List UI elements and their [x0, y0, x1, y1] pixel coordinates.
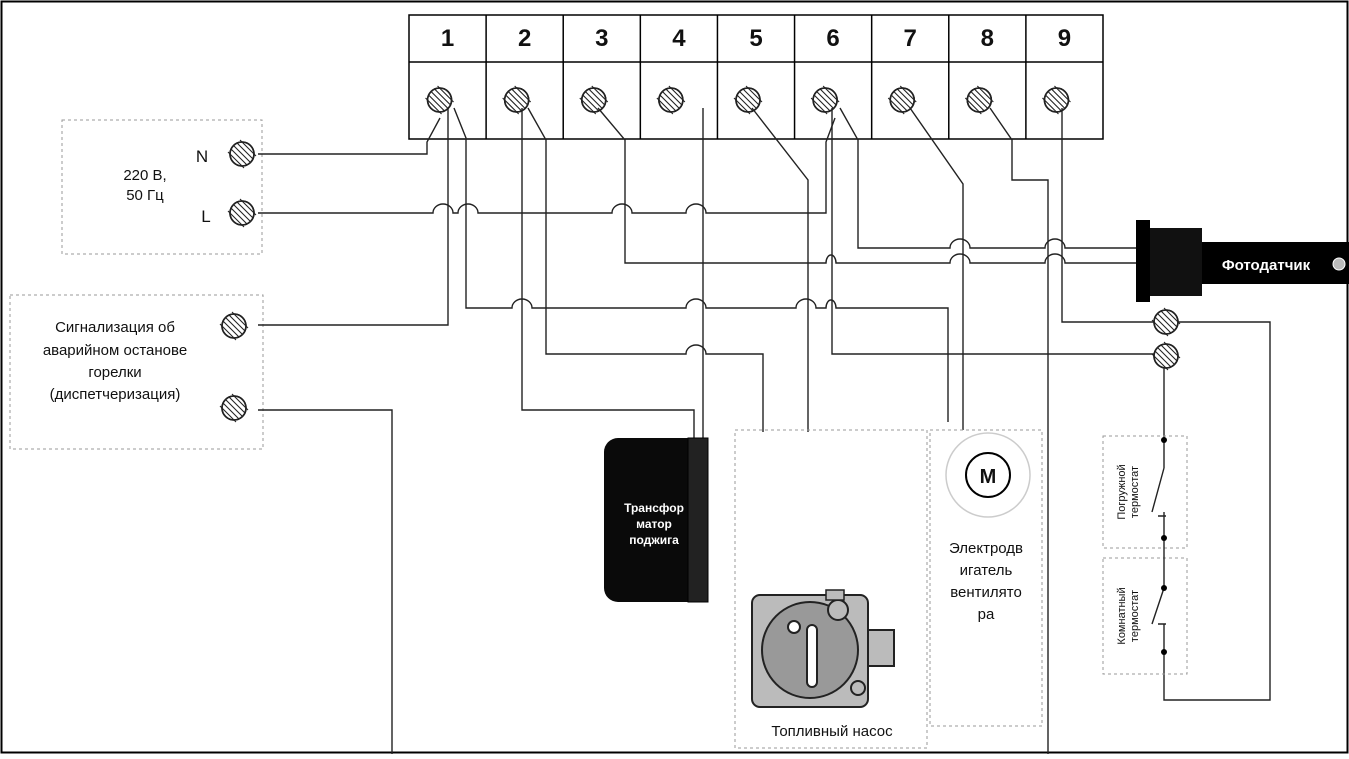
- wires: [258, 107, 1271, 754]
- screw-terminal-icon: [579, 85, 609, 115]
- photo-sensor-eye-icon: [1332, 257, 1346, 271]
- voltage-label: 220 В,: [123, 167, 166, 184]
- alarm-line-2: аварийном останове: [43, 342, 187, 359]
- terminal-number-6: 6: [826, 25, 839, 52]
- fan-motor: M Электродв игатель вентилято ра: [929, 429, 1043, 727]
- terminal-number-8: 8: [981, 25, 994, 52]
- alarm-line-1: Сигнализация об: [55, 319, 175, 336]
- alarm-box: Сигнализация об аварийном останове горел…: [9, 294, 264, 450]
- terminal-number-4: 4: [672, 25, 686, 52]
- fuel-pump-label: Топливный насос: [771, 723, 893, 740]
- photo-sensor: Фотодатчик: [1136, 220, 1349, 302]
- ignition-transformer: Трансфор матор поджига: [604, 437, 709, 603]
- room-thermostat-line-2: термостат: [1129, 590, 1141, 642]
- fuel-pump-icon: [751, 589, 895, 708]
- alarm-line-3: горелки: [88, 364, 141, 381]
- terminal-number-5: 5: [749, 25, 762, 52]
- screw-terminal-icon: [1151, 307, 1181, 337]
- motor-icon: M: [945, 432, 1031, 518]
- screw-terminal-icon: [887, 85, 917, 115]
- alarm-line-4: (диспетчеризация): [50, 386, 181, 403]
- screw-terminal-icon: [425, 85, 454, 115]
- immersion-thermostat: Погружной термостат: [1102, 435, 1188, 549]
- screw-terminal-icon: [656, 85, 686, 115]
- power-supply-box: 220 В, 50 Гц N L: [61, 119, 263, 255]
- terminal-number-1: 1: [441, 25, 454, 52]
- line-label: L: [201, 207, 210, 226]
- transformer-line-3: поджига: [629, 533, 679, 547]
- motor-line-3: вентилято: [950, 584, 1022, 601]
- immersion-thermostat-line-1: Погружной: [1116, 464, 1128, 519]
- photo-sensor-label: Фотодатчик: [1222, 257, 1311, 274]
- screw-terminal-icon: [502, 85, 532, 115]
- transformer-line-2: матор: [636, 517, 672, 531]
- motor-line-2: игатель: [960, 562, 1013, 579]
- terminal-number-3: 3: [595, 25, 608, 52]
- screw-terminal-icon: [1042, 85, 1071, 115]
- screw-terminal-icon: [1151, 341, 1181, 371]
- screw-terminal-icon: [964, 85, 994, 115]
- neutral-label: N: [196, 147, 208, 166]
- terminal-number-2: 2: [518, 25, 531, 52]
- screw-terminal-icon: [733, 85, 763, 115]
- terminal-number-7: 7: [904, 25, 917, 52]
- screw-terminal-icon: [227, 139, 257, 169]
- motor-line-4: ра: [978, 606, 995, 623]
- immersion-thermostat-line-2: термостат: [1129, 466, 1141, 518]
- screw-terminal-icon: [219, 311, 249, 341]
- screw-terminal-icon: [227, 198, 257, 228]
- screw-terminal-icon: [219, 393, 249, 423]
- motor-symbol: M: [980, 466, 997, 488]
- fuel-pump: Топливный насос: [734, 429, 928, 749]
- terminal-block: 1 2 3 4 5 6 7 8 9: [408, 14, 1104, 140]
- room-thermostat-line-1: Комнатный: [1116, 587, 1128, 644]
- switch-contact-icon: [1151, 548, 1167, 670]
- room-thermostat: Комнатный термостат: [1102, 548, 1188, 675]
- switch-contact-icon: [1151, 437, 1167, 548]
- motor-line-1: Электродв: [949, 540, 1023, 557]
- transformer-line-1: Трансфор: [624, 501, 684, 515]
- frequency-label: 50 Гц: [126, 187, 164, 204]
- terminal-number-9: 9: [1058, 25, 1071, 52]
- screw-terminal-icon: [810, 85, 840, 115]
